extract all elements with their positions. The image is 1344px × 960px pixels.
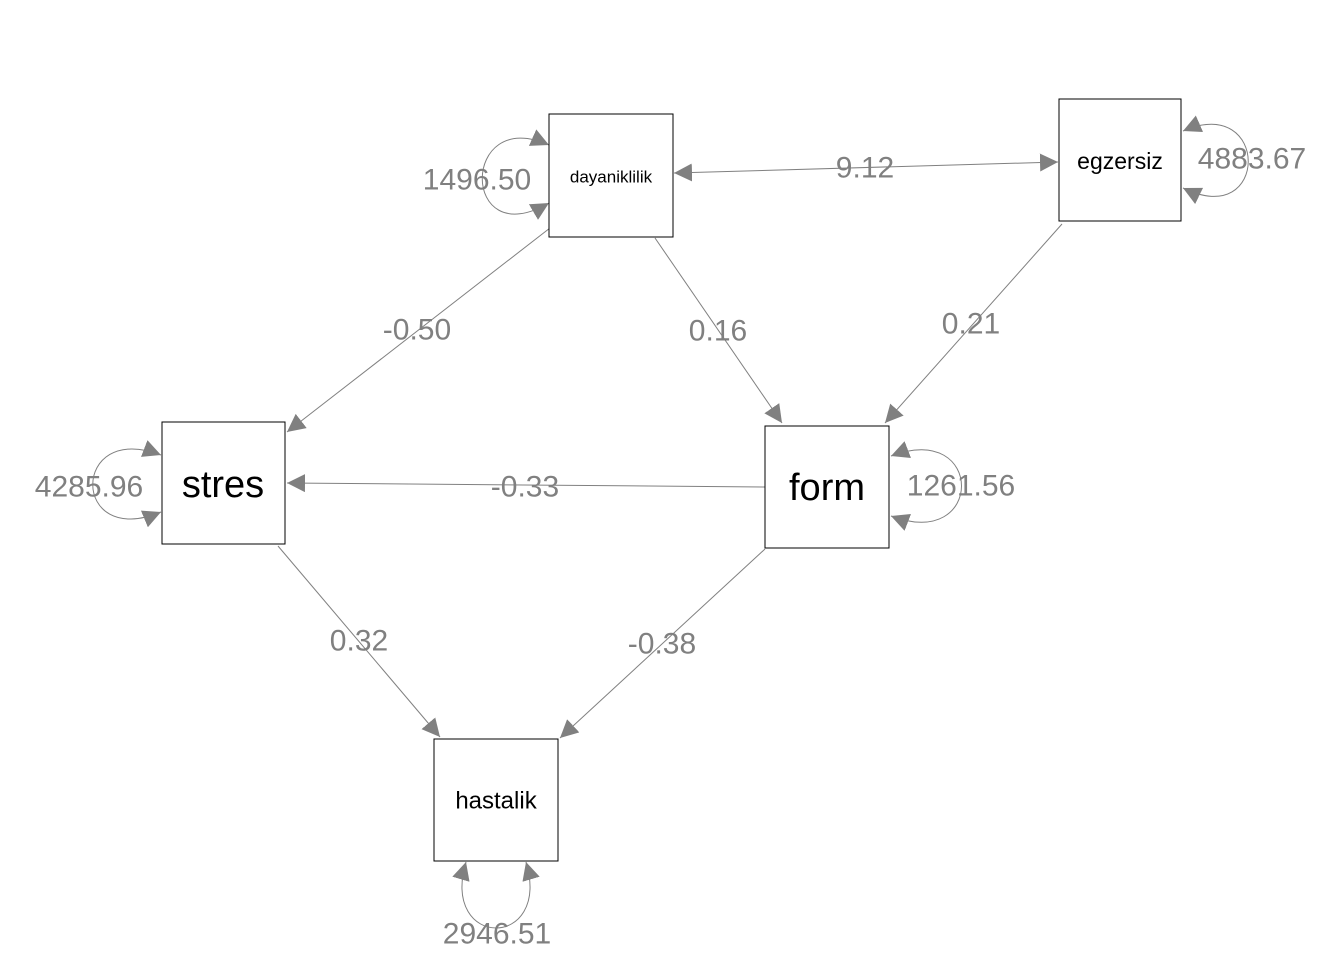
- node-label-egzersiz: egzersiz: [1077, 148, 1163, 174]
- node-label-dayaniklilik: dayaniklilik: [570, 168, 653, 187]
- path-edge-stres-hastalik: [277, 545, 441, 738]
- node-egzersiz: egzersiz: [1058, 98, 1182, 222]
- node-label-stres: stres: [182, 464, 264, 506]
- covariance-edge-dayaniklilik-egzersiz: [673, 153, 1059, 182]
- path-edge-dayaniklilik-form: [654, 237, 783, 424]
- node-form: form: [764, 425, 890, 549]
- path-label-egzersiz-form: 0.21: [942, 308, 1000, 341]
- path-edge-egzersiz-form: [884, 223, 1063, 424]
- path-label-dayaniklilik-stres: -0.50: [383, 314, 451, 347]
- variance-loop-hastalik: [452, 861, 540, 929]
- variance-loop-dayaniklilik: [481, 129, 550, 220]
- path-label-form-stres: -0.33: [491, 471, 559, 504]
- path-label-dayaniklilik-form: 0.16: [689, 315, 747, 348]
- node-label-hastalik: hastalik: [455, 788, 537, 815]
- variance-label-dayaniklilik: 1496.50: [423, 164, 531, 197]
- variance-label-egzersiz: 4883.67: [1198, 143, 1306, 176]
- path-edge-form-stres: [286, 474, 766, 493]
- node-hastalik: hastalik: [433, 738, 559, 862]
- variance-label-form: 1261.56: [907, 470, 1015, 503]
- path-edge-form-hastalik: [559, 548, 766, 739]
- path-label-dayaniklilik-egzersiz: 9.12: [836, 152, 894, 185]
- variance-loop-form: [890, 441, 962, 531]
- path-edge-dayaniklilik-stres: [286, 227, 551, 433]
- variance-loop-stres: [92, 440, 162, 528]
- path-label-form-hastalik: -0.38: [628, 628, 696, 661]
- variance-loop-egzersiz: [1182, 115, 1249, 205]
- node-label-form: form: [789, 467, 865, 509]
- path-label-stres-hastalik: 0.32: [330, 625, 388, 658]
- node-stres: stres: [161, 421, 286, 545]
- variance-label-hastalik: 2946.51: [443, 918, 551, 951]
- node-dayaniklilik: dayaniklilik: [548, 113, 674, 238]
- variance-label-stres: 4285.96: [35, 471, 143, 504]
